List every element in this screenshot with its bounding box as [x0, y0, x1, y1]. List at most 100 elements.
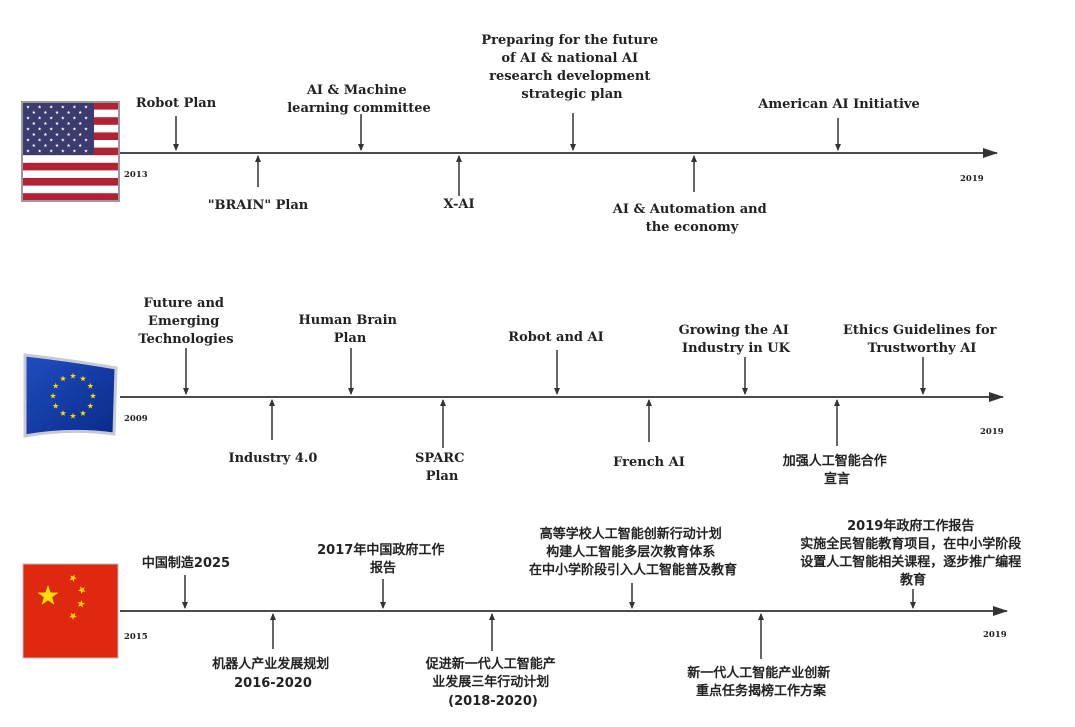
- us-flag-star: [60, 149, 65, 153]
- us-flag-star: [72, 138, 77, 142]
- eu-flag-star: [87, 402, 94, 409]
- us-flag-star: [55, 121, 59, 126]
- us-flag-star: [60, 138, 65, 142]
- label-growing-ai-uk: Growing the AI Industry in UK: [679, 323, 794, 356]
- label-university-ai-plan: 高等学校人工智能创新行动计划 构建人工智能多层次教育体系 在中小学阶段引入人工智…: [529, 526, 737, 578]
- us-flag-star: [43, 132, 48, 137]
- us-flag-star: [60, 127, 65, 131]
- label-industry-4: Industry 4.0: [229, 451, 318, 466]
- us-flag-star: [84, 116, 88, 120]
- us-flag-star: [49, 138, 54, 142]
- us-flag-star: [72, 149, 77, 153]
- eu-flag-star: [69, 412, 77, 419]
- us-flag-star: [49, 116, 54, 120]
- us-flag-star: [26, 149, 30, 153]
- eu-flag-star: [89, 392, 97, 399]
- label-x-ai: X-AI: [443, 197, 474, 212]
- us-flag-star: [31, 110, 36, 115]
- us-flag-star: [55, 132, 59, 137]
- us-flag-star: [72, 105, 77, 109]
- label-three-year-plan: 促进新一代人工智能产 业发展三年行动计划 (2018-2020): [425, 656, 561, 709]
- us-flag-star: [37, 116, 42, 120]
- us-flag-star: [31, 143, 36, 148]
- china-flag-star: [78, 586, 86, 594]
- eu-flag-star: [49, 392, 57, 399]
- china-start-year: 2015: [124, 632, 148, 642]
- label-future-emerging-tech: Future and Emerging Technologies: [138, 296, 233, 347]
- us-flag-star: [49, 105, 54, 109]
- us-flag-star: [55, 110, 59, 115]
- us-flag-star: [37, 105, 42, 109]
- china-flag: [22, 563, 119, 659]
- us-flag-star: [60, 105, 65, 109]
- us-flag-star: [66, 121, 71, 126]
- label-preparing-future: Preparing for the future of AI & nationa…: [481, 33, 662, 102]
- us-flag-star: [55, 143, 59, 148]
- eu-start-year: 2009: [124, 414, 148, 424]
- us-flag-star: [37, 149, 42, 153]
- us-flag-star: [78, 132, 83, 137]
- label-robot-plan: Robot Plan: [136, 96, 217, 111]
- us-flag-star: [78, 110, 83, 115]
- us-flag-star: [26, 127, 30, 131]
- eu-flag-star: [59, 375, 67, 382]
- label-ai-automation: AI & Automation and the economy: [612, 202, 771, 235]
- label-2019-gov-report: 2019年政府工作报告 实施全民智能教育项目，在中小学阶段 设置人工智能相关课程…: [800, 518, 1026, 588]
- us-flag-star: [66, 132, 71, 137]
- us-flag-star: [84, 105, 88, 109]
- us-flag-star: [26, 116, 30, 120]
- us-flag-star: [43, 143, 48, 148]
- label-brain-plan: "BRAIN" Plan: [208, 198, 309, 213]
- us-flag-star: [72, 127, 77, 131]
- us-flag-star: [84, 138, 88, 142]
- label-2017-gov-report: 2017年中国政府工作 报告: [317, 542, 449, 576]
- label-ai-cooperation-declaration: 加强人工智能合作 宣言: [782, 453, 892, 487]
- label-innovation-tasks: 新一代人工智能产业创新 重点任务揭榜工作方案: [687, 665, 835, 699]
- us-flag-star: [43, 110, 48, 115]
- us-flag-star: [84, 149, 88, 153]
- eu-end-year: 2019: [980, 427, 1004, 437]
- us-flag-star: [49, 127, 54, 131]
- label-sparc-plan: SPARC Plan: [415, 451, 469, 484]
- us-flag: [21, 101, 120, 202]
- us-flag-star: [31, 132, 36, 137]
- label-human-brain-plan: Human Brain Plan: [298, 313, 401, 346]
- china-end-year: 2019: [983, 630, 1007, 640]
- us-flag-star: [60, 116, 65, 120]
- us-end-year: 2019: [960, 174, 984, 184]
- us-flag-star: [66, 143, 71, 148]
- china-flag-star: [69, 574, 77, 582]
- us-flag-star: [43, 121, 48, 126]
- us-flag-star: [26, 105, 30, 109]
- eu-flag-star: [79, 410, 87, 416]
- us-flag-star: [31, 121, 36, 126]
- label-robot-and-ai: Robot and AI: [508, 330, 603, 345]
- label-french-ai: French AI: [613, 455, 685, 470]
- us-start-year: 2013: [124, 170, 148, 180]
- eu-flag: [23, 353, 118, 438]
- label-american-ai-initiative: American AI Initiative: [757, 97, 920, 112]
- label-ai-ml-committee: AI & Machine learning committee: [287, 83, 431, 116]
- eu-flag-star: [59, 410, 67, 416]
- eu-flag-star: [79, 375, 87, 382]
- us-flag-star: [72, 116, 77, 120]
- us-flag-star: [49, 149, 54, 153]
- china-flag-star: [69, 612, 77, 620]
- us-flag-star: [84, 127, 88, 131]
- us-flag-star: [78, 121, 83, 126]
- us-flag-star: [26, 138, 30, 142]
- eu-flag-star: [87, 382, 94, 389]
- label-made-in-china-2025: 中国制造2025: [142, 555, 230, 571]
- china-flag-star: [37, 585, 59, 605]
- us-flag-star: [37, 127, 42, 131]
- eu-flag-star: [52, 402, 59, 409]
- label-ethics-guidelines: Ethics Guidelines for Trustworthy AI: [843, 323, 1001, 356]
- us-flag-star: [78, 143, 83, 148]
- label-robot-industry-plan: 机器人产业发展规划 2016-2020: [212, 656, 334, 691]
- us-flag-star: [66, 110, 71, 115]
- eu-flag-star: [52, 382, 59, 389]
- china-flag-star: [77, 600, 85, 608]
- us-flag-star: [37, 138, 42, 142]
- eu-flag-star: [69, 372, 77, 379]
